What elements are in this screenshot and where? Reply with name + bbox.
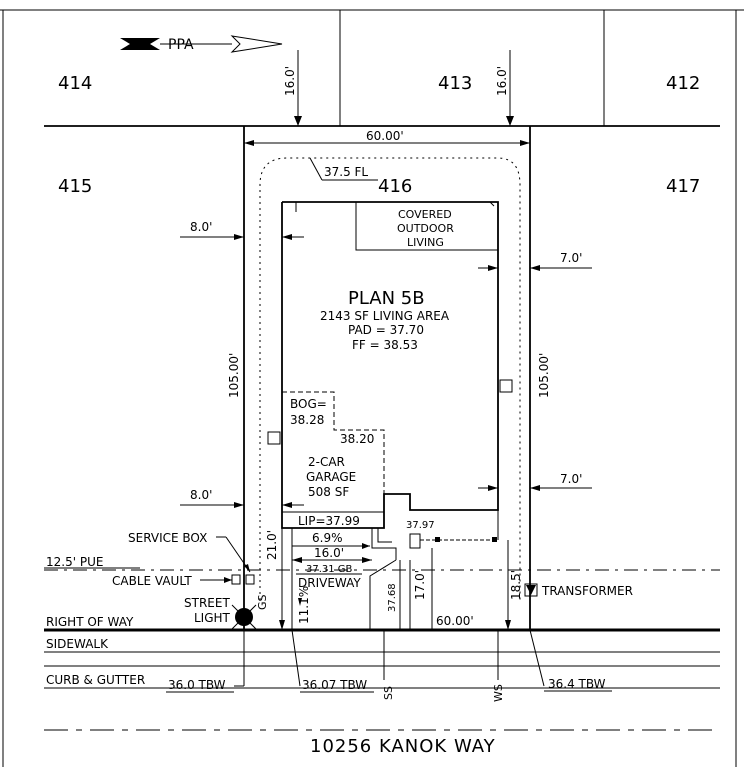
lot-depth-right: 105.00' bbox=[537, 353, 551, 398]
side-setback-left: 8.0' bbox=[190, 220, 212, 234]
lot-width-top: 60.00' bbox=[366, 129, 404, 143]
gutter-elevation: 37.31 GB bbox=[306, 564, 353, 575]
front-setback: 21.0' bbox=[265, 530, 279, 560]
north-arrow-icon: PPA bbox=[120, 35, 283, 53]
drive-width: 16.0' bbox=[314, 546, 344, 560]
tbw-right: 36.4 TBW bbox=[548, 677, 606, 691]
street-name: 10256 KANOK WAY bbox=[310, 736, 496, 757]
slope-11: 11.1% bbox=[297, 586, 311, 624]
lot-412: 412 bbox=[666, 73, 700, 94]
north-arrow-label: PPA bbox=[168, 37, 194, 53]
flowline bbox=[259, 157, 521, 600]
water-label: WS bbox=[492, 684, 505, 702]
pue-label: 12.5' PUE bbox=[46, 555, 103, 569]
finished-floor: FF = 38.53 bbox=[352, 338, 418, 352]
street-light-icon bbox=[231, 604, 257, 630]
lot-416: 416 bbox=[378, 176, 412, 197]
covered-label-2: OUTDOOR bbox=[397, 222, 454, 235]
living-area: 2143 SF LIVING AREA bbox=[320, 309, 450, 323]
transformer-icon bbox=[524, 583, 538, 597]
pad-elevation: PAD = 37.70 bbox=[348, 323, 424, 337]
cable-vault-label: CABLE VAULT bbox=[112, 574, 192, 588]
lot-413: 413 bbox=[438, 73, 472, 94]
gas-label: GS bbox=[256, 594, 269, 610]
covered-label-3: LIVING bbox=[407, 236, 444, 249]
rear-setback-left: 16.0' bbox=[283, 66, 297, 96]
meter-icon bbox=[267, 431, 281, 445]
side-setback-right-2: 7.0' bbox=[560, 472, 582, 486]
tbw-middle: 36.07 TBW bbox=[302, 678, 367, 692]
lot-414: 414 bbox=[58, 73, 92, 94]
transformer-label: TRANSFORMER bbox=[541, 584, 633, 598]
lot-415: 415 bbox=[58, 176, 92, 197]
garage-label-3: 508 SF bbox=[308, 485, 349, 499]
garage-label-1: 2-CAR bbox=[308, 455, 345, 469]
drive-slope: 6.9% bbox=[312, 531, 343, 545]
garage-label-2: GARAGE bbox=[306, 470, 356, 484]
dim-17: 17.0' bbox=[413, 570, 427, 600]
lot-depth-left: 105.00' bbox=[227, 353, 241, 398]
row-label: RIGHT OF WAY bbox=[46, 615, 134, 629]
bottom-width: 60.00' bbox=[436, 614, 474, 628]
covered-label-1: COVERED bbox=[398, 208, 452, 221]
side-setback-right: 7.0' bbox=[560, 251, 582, 265]
bog-label: BOG= bbox=[290, 397, 327, 411]
curb-label: CURB & GUTTER bbox=[46, 673, 145, 687]
flowline-label: 37.5 FL bbox=[324, 165, 368, 179]
lip-elevation: LIP=37.99 bbox=[298, 514, 360, 528]
step-elevation: 38.20 bbox=[340, 432, 374, 446]
house-footprint bbox=[281, 201, 499, 529]
service-box-label: SERVICE BOX bbox=[128, 531, 207, 545]
service-box-icon bbox=[245, 574, 255, 585]
spot-elevation: 37.97 bbox=[406, 520, 435, 531]
lot-417: 417 bbox=[666, 176, 700, 197]
plan-name: PLAN 5B bbox=[348, 288, 425, 309]
ac-unit-icon bbox=[499, 379, 513, 393]
bog-value: 38.28 bbox=[290, 413, 324, 427]
driveway-label: DRIVEWAY bbox=[298, 576, 361, 590]
street-light-label-2: LIGHT bbox=[194, 611, 231, 625]
covered-outdoor-living bbox=[355, 202, 498, 251]
street-light-label-1: STREET bbox=[184, 596, 230, 610]
garage-step-line bbox=[282, 391, 385, 494]
tbw-left: 36.0 TBW bbox=[168, 678, 226, 692]
elevation-3768: 37.68 bbox=[387, 583, 398, 612]
dim-18-5: 18.5' bbox=[509, 570, 523, 600]
sidewalk-label: SIDEWALK bbox=[46, 637, 109, 651]
cable-vault-icon bbox=[231, 574, 241, 585]
sewer-label: SS bbox=[382, 686, 395, 700]
rear-setback-right: 16.0' bbox=[495, 66, 509, 96]
spot-marker bbox=[409, 533, 421, 549]
side-setback-left-2: 8.0' bbox=[190, 488, 212, 502]
